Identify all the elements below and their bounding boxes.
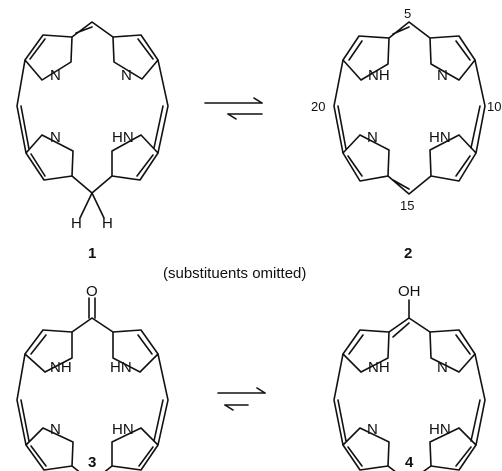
m4-bridge-right <box>474 353 486 446</box>
m4-number: 4 <box>405 454 414 471</box>
molecule-3: O NH HN N HN <box>16 283 169 471</box>
m2-position-15: 15 <box>400 198 414 213</box>
m1-ring-br <box>111 134 159 181</box>
m1-bridge-left <box>16 59 27 154</box>
m4-ring-tl <box>342 329 390 373</box>
m3-atom-n: N <box>50 421 61 438</box>
m3-bridge-right <box>157 353 169 446</box>
m4-bridge-left <box>333 353 344 446</box>
m2-number: 2 <box>404 245 412 262</box>
molecule-4: OH NH N N HN <box>333 283 486 471</box>
m2-atom-n1: N <box>437 67 448 84</box>
m1-atom-h2: H <box>102 215 113 232</box>
m2-ring-tr <box>429 35 476 81</box>
m2-atom-n2: N <box>367 129 378 146</box>
m1-bridge-right <box>157 59 169 154</box>
m3-ring-br <box>111 427 159 471</box>
m1-atom-h1: H <box>71 215 82 232</box>
m1-atom-hn: HN <box>112 129 134 146</box>
m1-ring-tl <box>24 34 73 81</box>
molecule-2: NH N N HN 5 10 15 20 <box>311 6 501 213</box>
m1-ring-bl <box>25 134 74 181</box>
m3-number: 3 <box>88 454 96 471</box>
m3-atom-hn1: HN <box>110 359 132 376</box>
m3-ring-tr <box>112 329 159 373</box>
m3-atom-o: O <box>86 283 98 300</box>
m1-bridge-top <box>71 21 114 38</box>
m2-bridge-right <box>474 59 486 154</box>
m1-atom-n2: N <box>121 67 132 84</box>
m3-atom-nh: NH <box>50 359 72 376</box>
m4-ring-tr <box>429 329 476 373</box>
m1-atom-n1: N <box>50 67 61 84</box>
equilibrium-arrow-bottom <box>217 387 266 411</box>
m2-position-10: 10 <box>487 99 501 114</box>
m2-atom-hn: HN <box>429 129 451 146</box>
m3-bridge-top <box>71 317 114 333</box>
m1-ring-tr <box>112 34 159 80</box>
m4-bridge-top <box>388 317 431 333</box>
m4-atom-n2: N <box>367 421 378 438</box>
m4-atom-n1: N <box>437 359 448 376</box>
m2-ring-bl <box>342 134 390 182</box>
m2-ring-br <box>429 134 477 182</box>
m4-atom-nh: NH <box>368 359 390 376</box>
m3-ring-tl <box>24 329 73 373</box>
molecule-1: N N N HN H H <box>16 21 169 232</box>
m3-ring-bl <box>25 427 74 471</box>
m2-ring-tl <box>342 35 390 81</box>
m4-ring-br <box>429 427 477 471</box>
m4-atom-hn: HN <box>429 421 451 438</box>
m1-bridge-bottom <box>71 175 113 194</box>
m2-bridge-bottom <box>387 175 432 195</box>
m2-position-5: 5 <box>404 6 411 21</box>
m3-bridge-left <box>16 353 27 446</box>
m2-bridge-top <box>388 21 431 39</box>
m2-bridge-left <box>333 59 344 154</box>
m3-atom-hn2: HN <box>112 421 134 438</box>
m1-atom-n3: N <box>50 129 61 146</box>
m4-atom-oh: OH <box>398 283 421 300</box>
m2-atom-nh: NH <box>368 67 390 84</box>
m1-number: 1 <box>88 245 96 262</box>
equilibrium-arrow-top <box>204 97 263 120</box>
m4-ring-bl <box>342 427 390 471</box>
m2-position-20: 20 <box>311 99 325 114</box>
caption: (substituents omitted) <box>163 265 306 282</box>
